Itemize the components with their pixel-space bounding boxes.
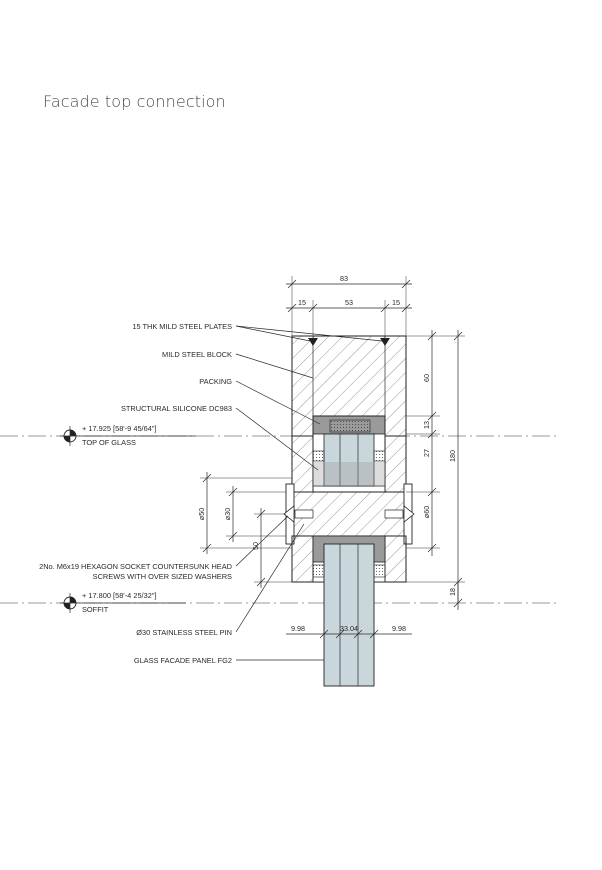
soffit-level-value: + 17.800 [58'-4 25/32"] [82, 591, 157, 600]
top-dimensions [286, 276, 412, 336]
right-dimensions [406, 330, 465, 610]
level-marker-top-icon [60, 426, 80, 446]
dim-dia30: ø30 [223, 508, 232, 520]
label-silicone: STRUCTURAL SILICONE DC983 [121, 404, 232, 413]
glass-thickness-dimension [286, 629, 412, 639]
page-title: Facade top connection [43, 92, 226, 111]
dim-left-plate: 15 [298, 298, 306, 307]
label-glass-panel: GLASS FACADE PANEL FG2 [134, 656, 232, 665]
left-dimensions [200, 472, 292, 588]
dim-glass-left: 9.98 [291, 624, 305, 633]
dim-glass-mid: 33.04 [340, 624, 358, 633]
dim-18: 18 [448, 588, 457, 596]
label-pin: Ø30 STAINLESS STEEL PIN [136, 628, 232, 637]
soffit-level-label: SOFFIT [82, 605, 109, 614]
dim-glass-right: 9.98 [392, 624, 406, 633]
dim-dia60: ø60 [422, 506, 431, 518]
screw-left-icon [283, 505, 295, 523]
dim-13: 13 [422, 421, 431, 429]
dim-overall-width: 83 [340, 274, 348, 283]
leader-lines [235, 325, 383, 661]
level-marker-soffit-icon [60, 593, 80, 613]
label-steel-plates: 15 THK MILD STEEL PLATES [132, 322, 232, 331]
dim-dia50: ø50 [197, 508, 206, 520]
top-level-value: + 17.925 [58'-9 45/64"] [82, 424, 157, 433]
screw-right-icon [403, 505, 415, 523]
dim-60: 60 [422, 374, 431, 382]
dim-right-plate: 15 [392, 298, 400, 307]
top-level-label: TOP OF GLASS [82, 438, 136, 447]
label-screws-line2: SCREWS WITH OVER SIZED WASHERS [93, 572, 232, 581]
weld-left-icon [308, 338, 318, 346]
label-steel-block: MILD STEEL BLOCK [162, 350, 232, 359]
glass-panel [323, 543, 375, 687]
label-packing: PACKING [199, 377, 232, 386]
dim-180: 180 [448, 450, 457, 462]
weld-right-icon [380, 338, 390, 346]
upper-glass-channel [312, 415, 386, 493]
pin-block [285, 483, 413, 545]
dim-inner: 53 [345, 298, 353, 307]
dim-50: 50 [251, 542, 260, 550]
dim-27: 27 [422, 449, 431, 457]
label-screws-line1: 2No. M6x19 HEXAGON SOCKET COUNTERSUNK HE… [39, 562, 232, 571]
